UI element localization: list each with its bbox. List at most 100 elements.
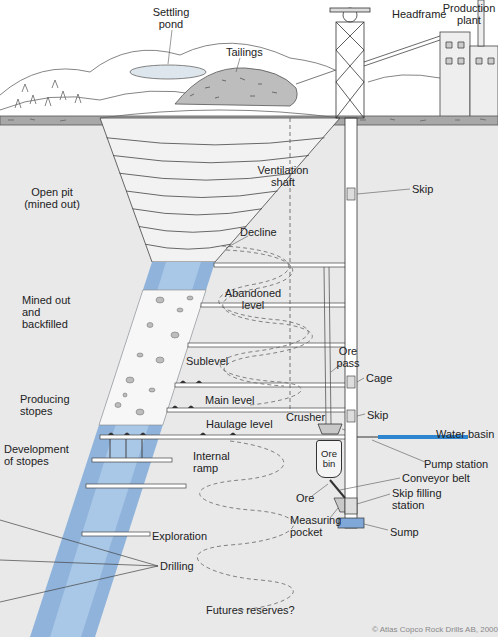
- headframe: [330, 8, 370, 12]
- sump: [338, 518, 364, 528]
- leader-lines: [357, 378, 364, 382]
- backfill: [147, 323, 153, 328]
- hills: [368, 75, 440, 82]
- exploration-drifts: [86, 484, 186, 488]
- exploration-drifts: [82, 484, 186, 536]
- backfill: [136, 409, 144, 415]
- open-pit: [107, 138, 325, 145]
- part-label: Production plant: [440, 2, 498, 26]
- part-label: Measuring pocket: [290, 514, 350, 538]
- conveyor-belt: [330, 480, 345, 498]
- production-plant: [440, 32, 470, 120]
- leader-lines: [357, 494, 390, 504]
- decline: [219, 246, 313, 405]
- headframe: [336, 22, 364, 118]
- leader-lines: [364, 524, 388, 530]
- mine-levels: [214, 263, 348, 267]
- part-label: Ventilation shaft: [252, 164, 314, 188]
- tailings-heap: [190, 78, 277, 98]
- sump: [338, 518, 364, 528]
- part-label: Sublevel: [186, 355, 246, 367]
- open-pit: [139, 227, 246, 233]
- mine-levels: [100, 435, 348, 439]
- open-pit: [113, 156, 309, 163]
- part-label: Sump: [390, 526, 430, 538]
- leader-lines: [372, 440, 425, 462]
- part-label: Futures reserves?: [206, 604, 326, 616]
- shaft: [347, 410, 355, 422]
- open-pit: [126, 191, 278, 198]
- open-pit: [100, 110, 340, 262]
- leader-lines: [236, 58, 240, 72]
- leader-lines: [357, 189, 410, 194]
- shaft: [347, 376, 355, 388]
- ore-pass: [329, 267, 331, 424]
- hills: [0, 43, 440, 110]
- mine-levels: [92, 263, 348, 462]
- production-plant: [364, 40, 440, 66]
- node-text: Ore bin: [317, 449, 341, 469]
- part-label: Water basin: [436, 428, 498, 440]
- tailings-heap: [296, 70, 336, 84]
- copyright-note: © Atlas Copco Rock Drills AB, 2000: [330, 625, 498, 635]
- stopes: [110, 439, 142, 458]
- backfill: [149, 388, 155, 392]
- production-plant: [364, 0, 498, 120]
- part-label: Exploration: [152, 530, 222, 542]
- backfill: [126, 377, 134, 383]
- headframe: [336, 22, 364, 118]
- tailings-heap: [175, 68, 297, 106]
- part-label: Skip: [412, 183, 452, 195]
- backfill: [171, 332, 179, 338]
- leader-lines: [168, 30, 172, 64]
- backfill: [177, 308, 183, 312]
- backfill: [123, 393, 127, 397]
- backfill: [187, 296, 193, 300]
- water-basin: [357, 437, 378, 438]
- mine-levels: [92, 458, 172, 462]
- part-label: Skip filling station: [392, 487, 456, 511]
- skip-filling-station: [345, 498, 357, 514]
- drill-holes: [0, 560, 158, 566]
- shaft: [347, 188, 355, 200]
- open-pit: [100, 110, 340, 118]
- part-label: Abandoned level: [222, 287, 284, 311]
- part-label: Main level: [205, 394, 285, 406]
- drill-holes: [0, 520, 158, 566]
- part-label: Conveyor belt: [402, 472, 492, 484]
- part-label: Producing stopes: [20, 393, 82, 417]
- tailings-heap: [175, 68, 336, 106]
- leader-lines: [168, 30, 425, 530]
- measuring-pocket: [334, 498, 345, 512]
- settling-pond: [130, 65, 206, 79]
- leader-lines: [357, 414, 365, 416]
- part-label: Decline: [240, 226, 290, 238]
- part-label: Open pit (mined out): [16, 186, 88, 210]
- production-plant: [364, 36, 440, 62]
- measuring-pocket: [334, 498, 345, 512]
- drill-holes: [0, 566, 158, 602]
- part-label: Ore: [296, 492, 326, 504]
- part-label: Development of stopes: [4, 443, 78, 467]
- conveyor-belt: [330, 480, 345, 498]
- part-label: Haulage level: [206, 418, 296, 430]
- leader-lines: [340, 478, 400, 490]
- ore-pass: [324, 267, 326, 424]
- decline: [219, 246, 309, 405]
- open-pit: [100, 118, 340, 262]
- backfill: [156, 297, 164, 303]
- exploration-drifts: [82, 532, 150, 536]
- part-label: Crusher: [286, 411, 336, 423]
- part-label: Tailings: [226, 46, 286, 58]
- backfill: [115, 296, 193, 415]
- crusher: [318, 424, 342, 434]
- open-pit: [146, 244, 231, 249]
- leader-lines: [342, 429, 345, 430]
- settling-pond: [130, 65, 206, 79]
- part-label: Settling pond: [140, 6, 202, 30]
- production-plant: [470, 46, 498, 120]
